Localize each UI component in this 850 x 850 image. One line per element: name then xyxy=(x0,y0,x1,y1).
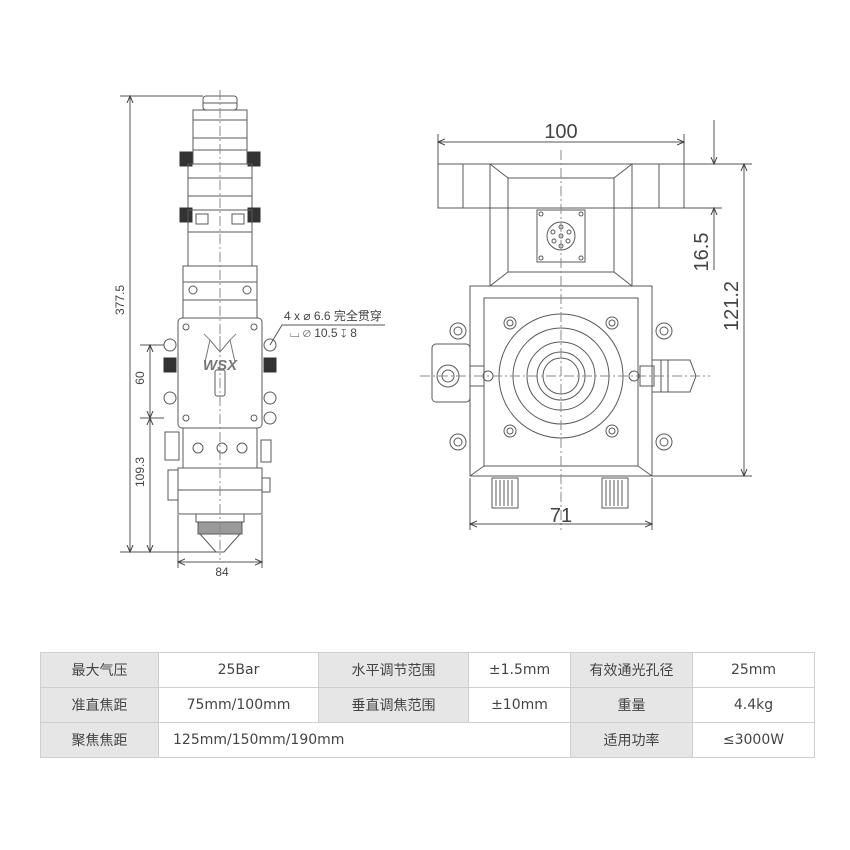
spec-table: 最大气压 25Bar 水平调节范围 ±1.5mm 有效通光孔径 25mm 准直焦… xyxy=(40,652,815,758)
dim-width: 84 xyxy=(215,565,229,579)
table-row: 聚焦焦距 125mm/150mm/190mm 适用功率 ≤3000W xyxy=(40,722,815,758)
spec-key: 重量 xyxy=(570,687,693,723)
side-view xyxy=(163,90,277,560)
spec-value: 25Bar xyxy=(158,652,319,688)
spec-value: 25mm xyxy=(692,652,815,688)
spec-key: 水平调节范围 xyxy=(318,652,469,688)
dim-top-width: 100 xyxy=(544,121,577,143)
side-view-dimensions xyxy=(120,96,385,568)
spec-key: 垂直调焦范围 xyxy=(318,687,469,723)
note-line-2: ⌴ ⌀ 10.5 ↧ 8 xyxy=(290,326,357,340)
wsx-logo: WSX xyxy=(203,333,238,374)
spec-value: 75mm/100mm xyxy=(158,687,319,723)
table-row: 准直焦距 75mm/100mm 垂直调焦范围 ±10mm 重量 4.4kg xyxy=(40,687,815,723)
spec-key: 有效通光孔径 xyxy=(570,652,693,688)
top-view xyxy=(420,150,710,530)
table-row: 最大气压 25Bar 水平调节范围 ±1.5mm 有效通光孔径 25mm xyxy=(40,652,815,688)
spec-value: 4.4kg xyxy=(692,687,815,723)
top-view-dimensions xyxy=(438,120,752,530)
dim-inner-width: 71 xyxy=(550,505,572,527)
dim-offset: 16.5 xyxy=(691,233,713,272)
spec-value: ±1.5mm xyxy=(468,652,571,688)
spec-key: 聚焦焦距 xyxy=(40,722,159,758)
logo-text: WSX xyxy=(203,357,238,374)
dim-lower: 109.3 xyxy=(133,457,147,487)
spec-key: 适用功率 xyxy=(570,722,693,758)
spec-key: 最大气压 xyxy=(40,652,159,688)
spec-value: ≤3000W xyxy=(692,722,815,758)
spec-value: 125mm/150mm/190mm xyxy=(158,722,571,758)
technical-drawing: WSX 377.5 60 109.3 84 4 x ⌀ 6.6 完全贯穿 ⌴ ⌀… xyxy=(113,90,752,579)
note-line-1: 4 x ⌀ 6.6 完全贯穿 xyxy=(284,308,382,323)
dim-upper: 60 xyxy=(133,371,147,385)
dim-top-height: 121.2 xyxy=(721,281,743,331)
spec-key: 准直焦距 xyxy=(40,687,159,723)
spec-value: ±10mm xyxy=(468,687,571,723)
dim-total-height: 377.5 xyxy=(113,285,127,315)
